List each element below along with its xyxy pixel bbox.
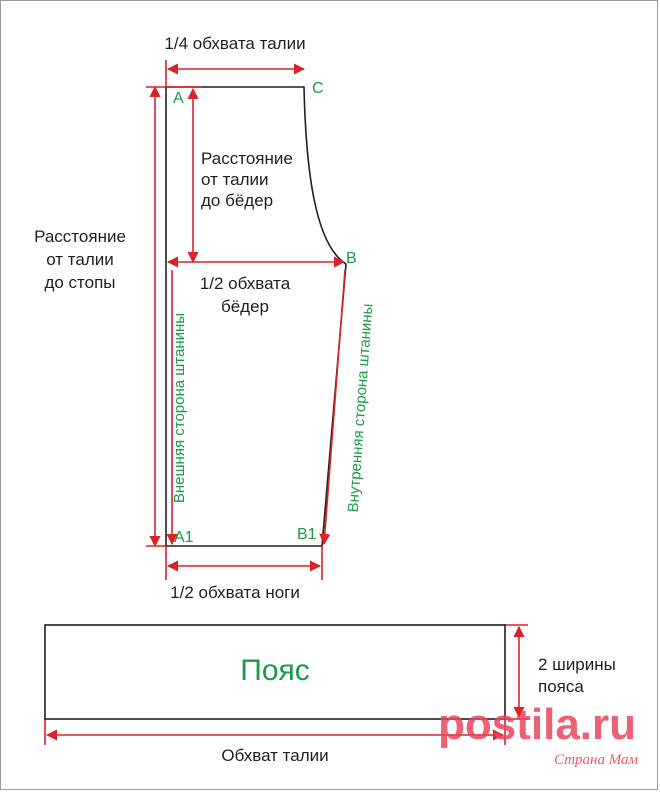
point-b: B bbox=[346, 250, 357, 267]
label-belt-width: 2 ширины пояса bbox=[538, 655, 616, 696]
label-half-leg: 1/2 обхвата ноги bbox=[170, 583, 300, 602]
label-belt-length: Обхват талии bbox=[221, 746, 329, 765]
label-quarter-waist: 1/4 обхвата талии bbox=[164, 34, 306, 53]
label-waist-to-hip: Расстояние от талии до бёдер bbox=[201, 149, 293, 210]
point-a1: A1 bbox=[174, 529, 194, 546]
point-b1: B1 bbox=[297, 526, 317, 543]
dim-inner-side bbox=[319, 269, 346, 546]
belt-rect bbox=[44, 624, 506, 720]
label-waist-to-foot: Расстояние от талии до стопы bbox=[34, 227, 126, 292]
label-belt: Пояс bbox=[240, 654, 310, 687]
point-c: C bbox=[312, 80, 324, 97]
label-outer-side: Внешняя сторона штанины bbox=[171, 312, 188, 504]
watermark-logo: postila.ru Страна Мам bbox=[438, 700, 639, 768]
pant-outline bbox=[165, 86, 347, 547]
label-half-hip: 1/2 обхвата бёдер bbox=[199, 274, 291, 316]
point-a: A bbox=[173, 90, 184, 107]
